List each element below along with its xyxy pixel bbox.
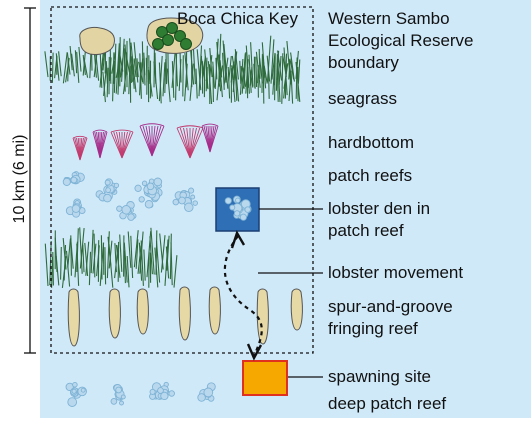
legend-lobster-den: lobster den in patch reef [328, 198, 430, 242]
legend-spur-groove-line1: spur-and-groove [328, 296, 453, 318]
legend-spur-groove: spur-and-groove fringing reef [328, 296, 453, 340]
legend-lobster-den-line1: lobster den in [328, 198, 430, 220]
legend-reserve-boundary-line1: Western Sambo [328, 8, 474, 30]
lobster-den [216, 188, 259, 231]
legend-reserve-boundary-line2: Ecological Reserve [328, 30, 474, 52]
legend-lobster-movement: lobster movement [328, 262, 463, 284]
legend-patch-reefs: patch reefs [328, 165, 412, 187]
legend-spawning-site: spawning site [328, 366, 431, 388]
legend-lobster-den-line2: patch reef [328, 220, 430, 242]
legend-seagrass: seagrass [328, 88, 397, 110]
legend-reserve-boundary-line3: boundary [328, 52, 474, 74]
legend-spur-groove-line2: fringing reef [328, 318, 453, 340]
legend-hardbottom: hardbottom [328, 132, 414, 154]
spawning-site-box [243, 361, 287, 395]
boca-chica-key-label: Boca Chica Key [177, 8, 298, 30]
island-left [80, 27, 115, 54]
scale-label: 10 km (6 mi) [11, 129, 29, 229]
legend-reserve-boundary: Western Sambo Ecological Reserve boundar… [328, 8, 474, 74]
legend-deep-patch-reef: deep patch reef [328, 393, 446, 415]
